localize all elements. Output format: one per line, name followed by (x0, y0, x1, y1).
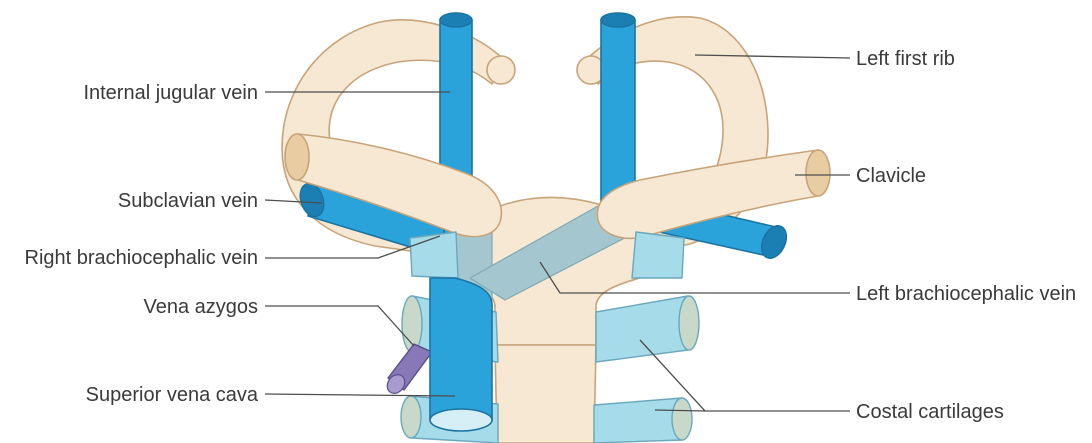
label-subclavian-vein: Subclavian vein (118, 190, 258, 212)
right-first-costal-cartilage (410, 232, 458, 278)
right-internal-jugular-vein-opening (440, 13, 472, 27)
label-costal-cartilages: Costal cartilages (856, 401, 1004, 423)
left-second-costal-cartilage-end (679, 296, 699, 350)
label-superior-vena-cava: Superior vena cava (86, 384, 259, 406)
label-right-brachiocephalic-vein: Right brachiocephalic vein (25, 247, 258, 269)
left-first-costal-cartilage (632, 232, 684, 278)
label-clavicle: Clavicle (856, 165, 926, 187)
label-internal-jugular-vein: Internal jugular vein (83, 82, 258, 104)
label-left-brachiocephalic-vein: Left brachiocephalic vein (856, 283, 1076, 305)
leader-superior-vena-cava (265, 394, 455, 396)
right-first-rib-head (487, 56, 515, 84)
sternum-body (495, 345, 596, 443)
left-third-costal-cartilage (594, 398, 682, 443)
left-third-costal-cartilage-end (672, 398, 692, 440)
left-internal-jugular-vein-opening (601, 13, 635, 27)
label-left-first-rib: Left first rib (856, 48, 955, 70)
label-vena-azygos: Vena azygos (143, 296, 258, 318)
azygos-vein (384, 344, 432, 397)
left-second-costal-cartilage (596, 296, 688, 362)
right-clavicle-end (285, 134, 309, 180)
leader-vena-azygos (265, 306, 414, 346)
superior-vena-cava-group (430, 278, 492, 431)
superior-vena-cava (430, 278, 492, 420)
superior-vena-cava-opening (430, 409, 492, 431)
left-clavicle-end (806, 150, 830, 196)
right-third-costal-cartilage-end (401, 396, 421, 438)
